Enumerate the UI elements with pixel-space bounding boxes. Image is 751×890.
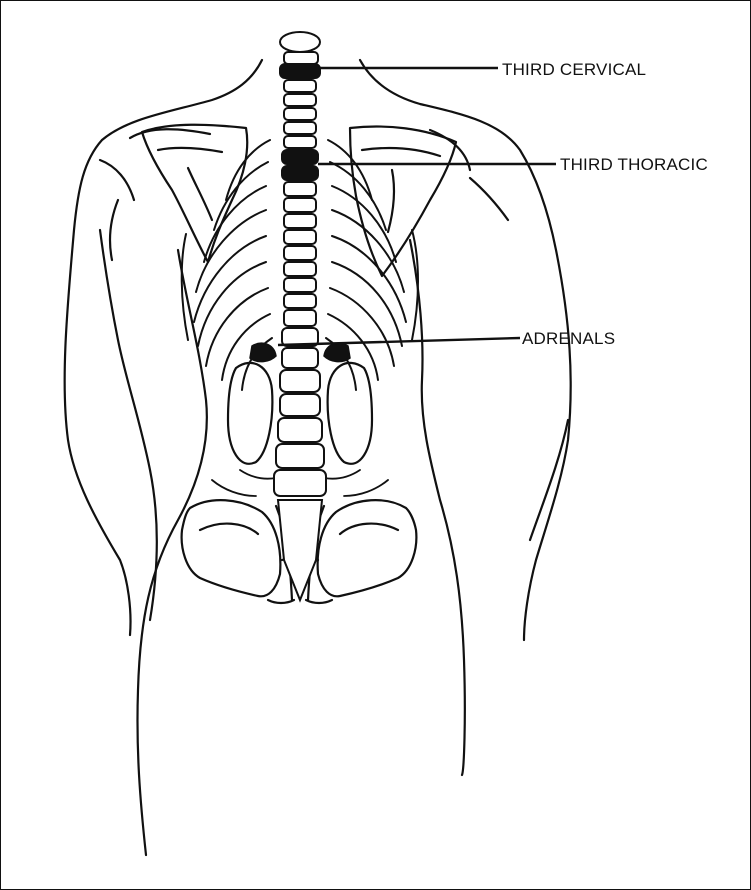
label-third-cervical: THIRD CERVICAL xyxy=(502,60,646,80)
label-adrenals: ADRENALS xyxy=(522,329,615,349)
label-third-thoracic: THIRD THORACIC xyxy=(560,155,708,175)
spine xyxy=(274,32,326,600)
